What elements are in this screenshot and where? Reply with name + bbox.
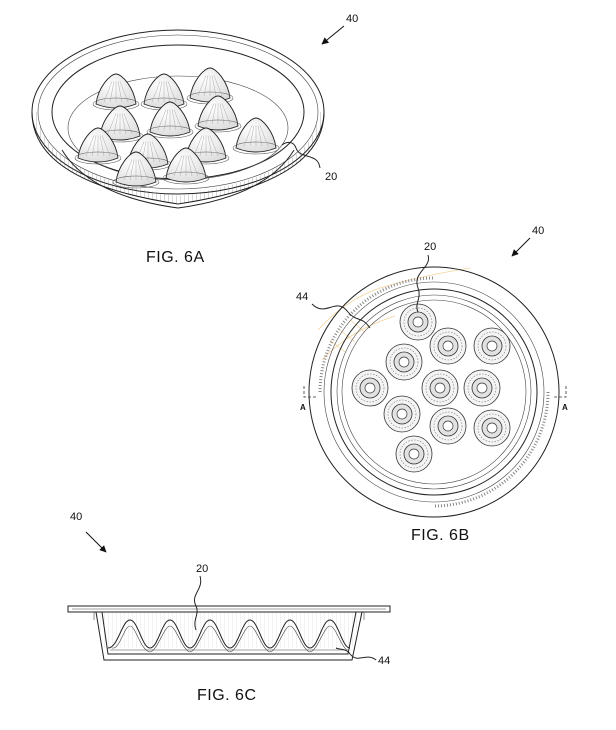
ref-44-label: 44 [296, 291, 308, 303]
ref-20-label: 20 [325, 171, 337, 183]
section-line-right: A [552, 386, 568, 412]
protrusion-top-views [351, 303, 511, 473]
ref-40-arrow [85, 531, 107, 553]
protrusion-knob [395, 435, 433, 473]
cone-protrusion [146, 101, 194, 139]
section-mark-right: A [562, 403, 568, 412]
figure-6a-caption: FIG. 6A [146, 249, 205, 266]
cone-protrusion [162, 147, 210, 185]
cone-protrusion [92, 73, 140, 111]
cone-protrusion [232, 117, 280, 155]
protrusion-knob [351, 369, 389, 407]
protrusion-knob [429, 327, 467, 365]
cone-protrusion [74, 127, 122, 165]
figure-6b-caption: FIG. 6B [411, 527, 470, 544]
figure-6c-caption: FIG. 6C [197, 687, 257, 704]
figure-6a: 40 20 FIG. 6A [31, 13, 358, 266]
ref-44-leader [335, 647, 377, 661]
ref-20-leader [281, 141, 321, 169]
ref-20-leader [194, 575, 202, 631]
protrusion-knob [421, 369, 459, 407]
cone-protrusion [194, 95, 242, 133]
protrusion-knob [399, 303, 437, 341]
figure-6c: 40 20 44 FIG. 6C [67, 511, 391, 704]
cone-protrusion [186, 67, 234, 105]
cone-protrusion [112, 151, 160, 189]
section-line-left: A [300, 386, 316, 412]
cone-protrusions [74, 67, 280, 189]
ref-20-leader [416, 254, 429, 313]
cone-protrusion [182, 127, 230, 165]
protrusion-knob [385, 343, 423, 381]
bowl-perspective-drawing [31, 29, 325, 209]
dish-top-view [308, 266, 560, 518]
ref-40-label: 40 [532, 225, 544, 237]
protrusion-knob [473, 409, 511, 447]
ref-44-label: 44 [378, 655, 390, 667]
protrusion-knob [429, 407, 467, 445]
dish-section-view [67, 605, 391, 661]
ref-40-label: 40 [70, 511, 82, 523]
figure-6b: A A 40 20 44 FIG. 6B [296, 225, 568, 544]
protrusion-knob [473, 327, 511, 365]
ref-20-label: 20 [196, 563, 208, 575]
section-mark-left: A [300, 403, 306, 412]
ref-40-label: 40 [346, 13, 358, 25]
ref-40-arrow [511, 237, 531, 257]
ref-40-arrow [321, 25, 345, 45]
protrusion-knob [383, 395, 421, 433]
protrusion-knob [463, 369, 501, 407]
cone-protrusion [140, 73, 188, 111]
ref-20-label: 20 [424, 241, 436, 253]
ref-44-leader [311, 303, 371, 329]
